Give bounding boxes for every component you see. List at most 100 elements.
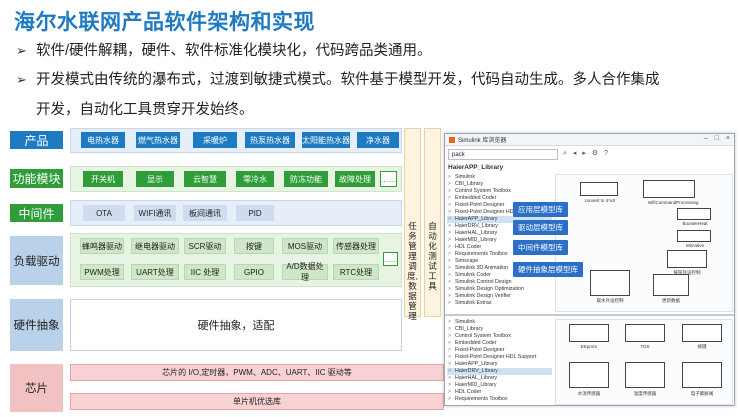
tree-item[interactable]: HDL Coder bbox=[447, 389, 552, 396]
library-search-input[interactable]: pack bbox=[448, 149, 558, 160]
tree-item[interactable]: HDL Coder bbox=[447, 244, 552, 251]
tree-item[interactable]: Embedded Coder bbox=[447, 340, 552, 347]
driver-item: UART处理 bbox=[131, 264, 179, 280]
model-block[interactable] bbox=[677, 230, 711, 242]
driver-item: SCR驱动 bbox=[184, 238, 226, 254]
back-icon[interactable]: ◂ bbox=[572, 150, 579, 157]
tree-item[interactable]: Simulink Design Optimization bbox=[447, 286, 552, 293]
product-item: 电热水器 bbox=[81, 132, 125, 148]
bullet-arrow-icon: ➢ bbox=[16, 43, 27, 58]
driver-item: 按键 bbox=[234, 238, 274, 254]
search-icon[interactable]: ⌕ bbox=[563, 150, 569, 157]
tree-item[interactable]: Fixed-Point Designer HDL Support bbox=[447, 354, 552, 361]
tree-item[interactable]: HaierAPP_Library bbox=[447, 361, 552, 368]
layer-label-product: 产品 bbox=[10, 131, 63, 149]
tree-item[interactable]: Fixed-Point Designer bbox=[447, 202, 552, 209]
driver-more: …… bbox=[383, 252, 399, 266]
tree-item[interactable]: Simulink Coder bbox=[447, 272, 552, 279]
driver-item: GPIO bbox=[234, 264, 274, 280]
tree-item[interactable]: Simulink 3D Animation bbox=[447, 265, 552, 272]
tooltip-middleware-library: 中间件模型库 bbox=[513, 240, 568, 255]
block-caption: 按钮外设控制 bbox=[673, 270, 701, 275]
block-caption: BoosterHeat bbox=[682, 221, 708, 226]
help-icon[interactable]: ? bbox=[604, 150, 610, 157]
tree-item[interactable]: HaierMID_Library bbox=[447, 382, 552, 389]
tree-item[interactable]: HaierDRV_Library bbox=[447, 223, 552, 230]
automation-test-column: 自动化测试工具 bbox=[424, 128, 441, 317]
middleware-item: PID bbox=[236, 205, 274, 221]
settings-icon[interactable]: ⚙ bbox=[591, 150, 601, 157]
tree-item[interactable]: CBI_Library bbox=[447, 326, 552, 333]
function-item: 显示 bbox=[136, 171, 174, 187]
tooltip-driver-library: 驱动层模型库 bbox=[513, 220, 568, 235]
driver-item: 传感器处理 bbox=[333, 238, 379, 254]
chip-peripherals-box: 芯片的 I/O,定时器，PWM、ADC、UART、IIC 驱动等 bbox=[70, 364, 444, 381]
function-item: 开关机 bbox=[83, 171, 123, 187]
tree-item[interactable]: Control System Toolbox bbox=[447, 333, 552, 340]
model-block[interactable] bbox=[625, 324, 665, 342]
close-icon[interactable]: × bbox=[725, 135, 730, 142]
bullet-2-continuation: 开发，自动化工具贯穿开发始终。 bbox=[36, 102, 254, 118]
bullet-arrow-icon: ➢ bbox=[16, 72, 27, 87]
model-block[interactable] bbox=[682, 362, 722, 388]
bullet-2-text: 开发模式由传统的瀑布式，过渡到敏捷式模式。软件基于模型开发，代码自动生成。多人合… bbox=[36, 72, 660, 88]
function-item: 云智慧 bbox=[184, 171, 226, 187]
product-item: 太阳能热水器 bbox=[302, 132, 350, 148]
block-caption: convert to 4*uS bbox=[584, 198, 616, 203]
driver-item: MOS驱动 bbox=[282, 238, 328, 254]
model-block[interactable] bbox=[667, 250, 707, 268]
library-header: HaierAPP_Library bbox=[448, 164, 504, 171]
product-item: 热泵热水器 bbox=[245, 132, 295, 148]
layer-label-function: 功能模块 bbox=[10, 169, 63, 188]
tree-item-selected[interactable]: HaierAPP_Library bbox=[447, 216, 552, 223]
minimize-icon[interactable]: – bbox=[703, 135, 708, 142]
tree-item-selected[interactable]: HaierDRV_Library bbox=[447, 368, 552, 375]
model-block[interactable] bbox=[677, 208, 711, 220]
block-caption: MixValve bbox=[686, 243, 704, 248]
library-tree-bottom: Simulink CBI_Library Control System Tool… bbox=[447, 319, 552, 403]
tree-item[interactable]: Requirements Toolbox bbox=[447, 251, 552, 258]
layer-label-hw-abstraction: 硬件抽象 bbox=[10, 299, 63, 351]
tree-item[interactable]: Fixed-Point Designer HDL Support bbox=[447, 209, 552, 216]
mcu-library-box: 单片机优选库 bbox=[70, 393, 444, 410]
tree-item[interactable]: Simulink bbox=[447, 319, 552, 326]
tree-item[interactable]: Requirements Toolbox bbox=[447, 396, 552, 403]
model-block[interactable] bbox=[569, 324, 609, 342]
window-title: Simulink 库浏览器 bbox=[458, 138, 507, 144]
tooltip-app-library: 应用层模型库 bbox=[513, 202, 568, 217]
driver-item: A/D数据处理 bbox=[282, 262, 328, 282]
tree-item[interactable]: Control System Toolbox bbox=[447, 188, 552, 195]
tree-item[interactable]: Simulink Control Design bbox=[447, 279, 552, 286]
forward-icon[interactable]: ▸ bbox=[582, 150, 588, 157]
middleware-item: OTA bbox=[83, 205, 125, 221]
tree-item[interactable]: HaierMID_Library bbox=[447, 237, 552, 244]
tree-item[interactable]: Simscape bbox=[447, 258, 552, 265]
page-title: 海尔水联网产品软件架构和实现 bbox=[14, 11, 315, 34]
model-block[interactable] bbox=[569, 362, 609, 388]
toolbar-icons: ⌕ ◂ ▸ ⚙ ? bbox=[563, 149, 610, 158]
tree-item[interactable]: CBI_Library bbox=[447, 181, 552, 188]
model-block[interactable] bbox=[653, 274, 689, 296]
block-caption: WifiCommandProcessing bbox=[648, 200, 699, 205]
tree-item[interactable]: Embedded Coder bbox=[447, 195, 552, 202]
model-block[interactable] bbox=[625, 362, 665, 388]
tree-item[interactable]: Simulink Design Verifier bbox=[447, 293, 552, 300]
model-block[interactable] bbox=[682, 324, 722, 342]
tree-item[interactable]: HaierHAL_Library bbox=[447, 375, 552, 382]
driver-item: PWM处理 bbox=[80, 264, 124, 280]
maximize-icon[interactable]: □ bbox=[714, 135, 719, 142]
model-block[interactable] bbox=[643, 180, 695, 198]
tooltip-hal-library: 硬件抽象层模型库 bbox=[513, 262, 583, 277]
driver-item: 蜂鸣器驱动 bbox=[80, 238, 124, 254]
middleware-item: WIFI通讯 bbox=[134, 205, 176, 221]
function-item: 零冷水 bbox=[236, 171, 274, 187]
tree-item[interactable]: Simulink Extras bbox=[447, 300, 552, 307]
tree-item[interactable]: Simulink bbox=[447, 174, 552, 181]
hw-abstraction-box: 硬件抽象，适配 bbox=[70, 299, 402, 351]
model-block[interactable] bbox=[590, 270, 630, 296]
product-item: 净水器 bbox=[357, 132, 399, 148]
tree-item[interactable]: Fixed-Point Designer bbox=[447, 347, 552, 354]
tree-item[interactable]: HaierHAL_Library bbox=[447, 230, 552, 237]
model-block[interactable] bbox=[580, 182, 618, 196]
middleware-item: 板间通讯 bbox=[183, 205, 227, 221]
